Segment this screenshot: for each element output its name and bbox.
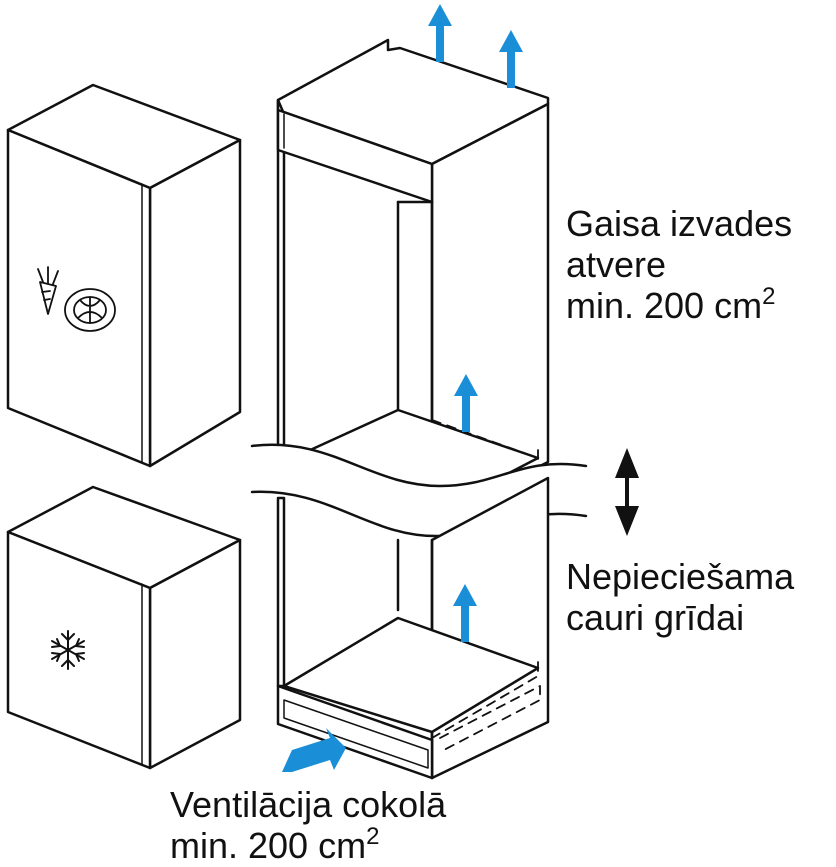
air-arrow-icon [454, 374, 478, 432]
fridge-door [6, 83, 242, 468]
air-arrow-icon [453, 584, 477, 642]
plinth-ventilation-label-line2: min. 200 cm2 [170, 823, 446, 867]
vegetables-icon [37, 266, 116, 332]
air-outlet-label-line3: min. 200 cm2 [566, 283, 792, 327]
air-outlet-label-line1: Gaisa izvades [566, 203, 793, 244]
plinth-ventilation-label-line1: Ventilācija cokolā [170, 784, 447, 825]
floor-passage-label-line2: cauri grīdai [566, 597, 745, 638]
air-outlet-label-line2: atvere [566, 244, 667, 285]
freezer-door [6, 485, 242, 770]
air-outlet-min-area: min. 200 cm [566, 285, 763, 326]
floor-passage-label-line1: Nepieciešama [566, 556, 795, 597]
plinth-unit-exponent: 2 [366, 823, 380, 850]
niche-cabinet [276, 38, 550, 528]
air-arrow-icon [499, 30, 523, 88]
plinth-min-area: min. 200 cm [170, 825, 367, 866]
double-arrow-icon [615, 448, 639, 536]
air-arrow-icon [282, 728, 346, 772]
snowflake-icon [51, 630, 85, 670]
floor-passage-label: Nepieciešama cauri grīdai [566, 556, 794, 638]
plinth-ventilation-label: Ventilācija cokolā min. 200 cm2 [170, 784, 446, 866]
niche-cabinet-lower [276, 476, 550, 780]
air-arrow-icon [428, 4, 452, 62]
airflow-arrows [282, 4, 523, 772]
air-outlet-unit-exponent: 2 [762, 283, 776, 310]
air-outlet-label: Gaisa izvades atvere min. 200 cm2 [566, 203, 792, 326]
